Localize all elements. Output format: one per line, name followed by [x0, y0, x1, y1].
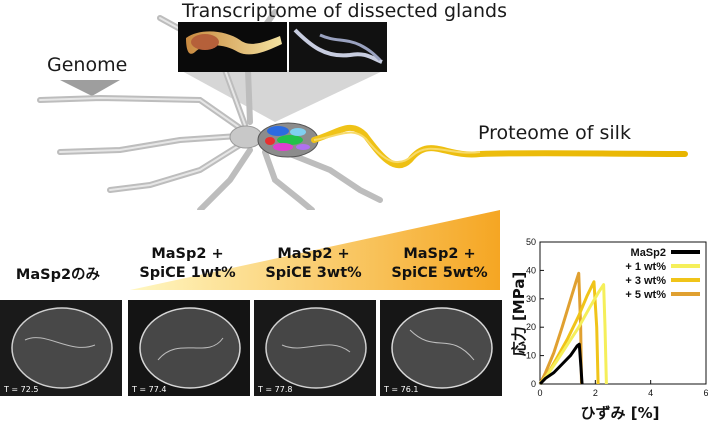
x-tick-label: 6 — [703, 388, 708, 398]
x-axis-title: ひずみ [%] — [581, 404, 660, 422]
y-tick-label: 30 — [526, 294, 536, 304]
sample-label-0: MaSp2のみ — [15, 267, 101, 283]
genome-pointer — [60, 80, 120, 96]
film-photo-3: T = 76.1 — [380, 300, 502, 396]
sample-label-3: MaSp2 +SpiCE 5wt% — [391, 246, 488, 281]
genome-label: Genome — [47, 54, 128, 76]
series-line — [538, 283, 608, 385]
gland-photo-left — [178, 22, 287, 72]
x-tick-label: 4 — [648, 388, 653, 398]
spider-illustration — [37, 9, 688, 210]
film-t-value-0: T = 72.5 — [4, 385, 39, 394]
y-tick-label: 50 — [526, 237, 536, 247]
x-tick-label: 2 — [593, 388, 598, 398]
y-tick-label: 10 — [526, 351, 536, 361]
film-t-value-1: T = 77.4 — [132, 385, 167, 394]
transcriptome-cone — [180, 70, 385, 122]
gland-photo-right — [289, 22, 387, 72]
legend-label: + 3 wt% — [625, 275, 666, 287]
y-axis-title: 応力 [MPa] — [510, 272, 528, 357]
sample-label-2: MaSp2 +SpiCE 3wt% — [265, 246, 362, 281]
y-tick-label: 0 — [531, 379, 536, 389]
y-tick-label: 20 — [526, 322, 536, 332]
film-t-value-2: T = 77.8 — [258, 385, 293, 394]
y-tick-label: 40 — [526, 265, 536, 275]
plot-frame — [539, 241, 707, 385]
film-photo-2: T = 77.8 — [254, 300, 376, 396]
legend-label: MaSp2 — [631, 247, 666, 259]
film-photo-1: T = 77.4 — [128, 300, 250, 396]
series-line — [538, 342, 584, 386]
proteome-label: Proteome of silk — [478, 122, 631, 144]
film-photo-0: T = 72.5 — [0, 300, 122, 396]
stress-strain-chart: 0 2 4 6 0 10 20 30 40 50 MaSp2 + 1 wt% + 3 wt% + 5 w… — [510, 237, 708, 422]
transcriptome-label: Transcriptome of dissected glands — [182, 0, 507, 22]
film-t-value-3: T = 76.1 — [384, 385, 419, 394]
legend-label: + 5 wt% — [625, 289, 666, 301]
concentration-wedge — [130, 210, 500, 290]
sample-label-1: MaSp2 +SpiCE 1wt% — [139, 246, 236, 281]
spider-cephalothorax — [229, 125, 263, 149]
legend-label: + 1 wt% — [625, 261, 666, 273]
x-tick-label: 0 — [537, 388, 542, 398]
